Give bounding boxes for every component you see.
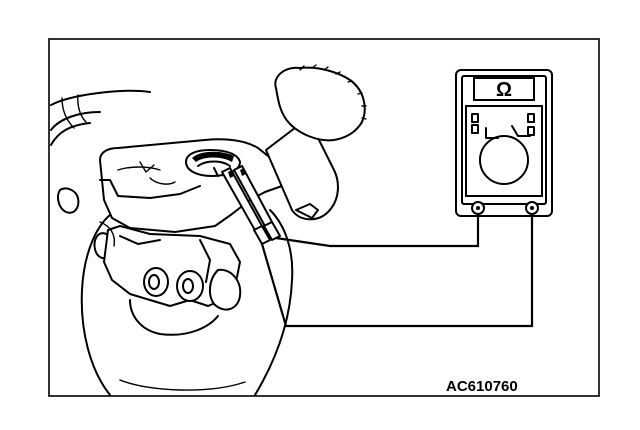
master-cylinder [99,138,291,336]
test-leads [260,210,534,328]
figure-id-label: AC610760 [446,378,518,395]
figure-frame [48,38,600,397]
meter-display [473,77,535,101]
test-probes [221,165,281,245]
multimeter-icon: Ω [455,69,553,217]
meter-dial [479,135,529,185]
reservoir-cap [265,64,367,221]
meter-symbol: Ω [496,79,512,101]
